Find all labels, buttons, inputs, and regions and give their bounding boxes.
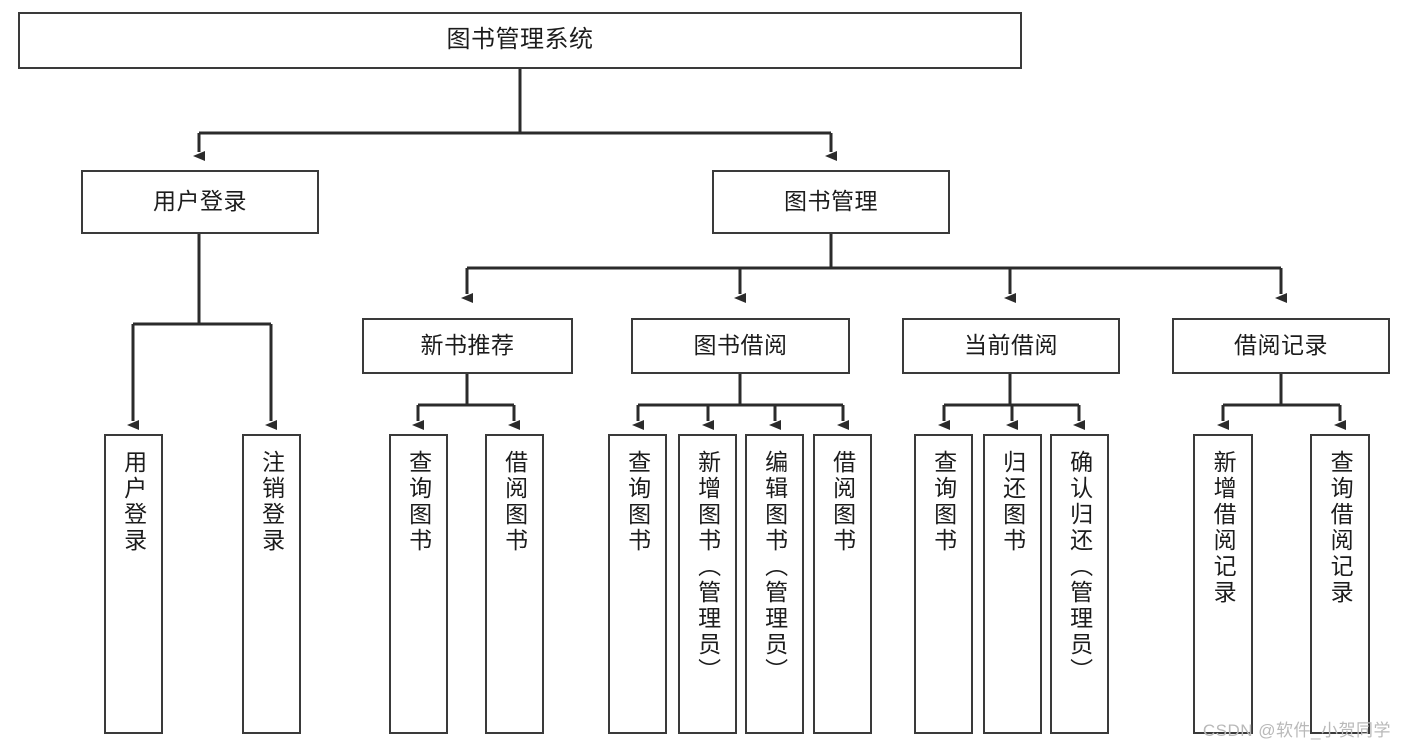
leaf-user-login-logout[interactable]: 注销登录 [242, 434, 301, 734]
node-label: 查询图书 [930, 450, 957, 554]
leaf-user-login-login[interactable]: 用户登录 [104, 434, 163, 734]
node-label: 图书管理系统 [446, 26, 594, 54]
node-label: 查询借阅记录 [1327, 450, 1354, 606]
node-label: 借阅图书 [501, 450, 528, 554]
node-label: 借阅记录 [1234, 332, 1328, 359]
node-book-management[interactable]: 图书管理 [712, 170, 950, 234]
leaf-current-return-book[interactable]: 归还图书 [983, 434, 1042, 734]
node-label: 注销登录 [258, 450, 285, 554]
node-label: 新增图书（管理员） [694, 450, 721, 684]
leaf-current-query-book[interactable]: 查询图书 [914, 434, 973, 734]
node-current-borrow[interactable]: 当前借阅 [902, 318, 1120, 374]
watermark: CSDN @软件_小贺同学 [1202, 721, 1391, 740]
leaf-borrow-query-book[interactable]: 查询图书 [608, 434, 667, 734]
leaf-borrow-borrow-book[interactable]: 借阅图书 [813, 434, 872, 734]
leaf-record-query-record[interactable]: 查询借阅记录 [1310, 434, 1370, 734]
node-label: 查询图书 [624, 450, 651, 554]
leaf-borrow-add-book-admin[interactable]: 新增图书（管理员） [678, 434, 737, 734]
node-label: 借阅图书 [829, 450, 856, 554]
node-book-borrow[interactable]: 图书借阅 [631, 318, 850, 374]
leaf-record-add-record[interactable]: 新增借阅记录 [1193, 434, 1253, 734]
node-label: 当前借阅 [964, 332, 1058, 359]
node-label: 用户登录 [120, 450, 147, 554]
node-label: 新增借阅记录 [1210, 450, 1237, 606]
node-label: 新书推荐 [420, 332, 515, 359]
node-label: 图书管理 [784, 188, 878, 215]
leaf-borrow-edit-book-admin[interactable]: 编辑图书（管理员） [745, 434, 804, 734]
node-label: 编辑图书（管理员） [761, 450, 788, 684]
node-label: 用户登录 [153, 188, 247, 215]
leaf-new-book-query[interactable]: 查询图书 [389, 434, 448, 734]
node-label: 归还图书 [999, 450, 1026, 554]
node-user-login[interactable]: 用户登录 [81, 170, 319, 234]
node-new-book-recommend[interactable]: 新书推荐 [362, 318, 573, 374]
node-root-system[interactable]: 图书管理系统 [18, 12, 1022, 69]
node-label: 查询图书 [405, 450, 432, 554]
node-label: 确认归还（管理员） [1066, 450, 1093, 684]
leaf-current-confirm-return-admin[interactable]: 确认归还（管理员） [1050, 434, 1109, 734]
node-borrow-record[interactable]: 借阅记录 [1172, 318, 1390, 374]
leaf-new-book-borrow[interactable]: 借阅图书 [485, 434, 544, 734]
node-label: 图书借阅 [693, 332, 788, 359]
